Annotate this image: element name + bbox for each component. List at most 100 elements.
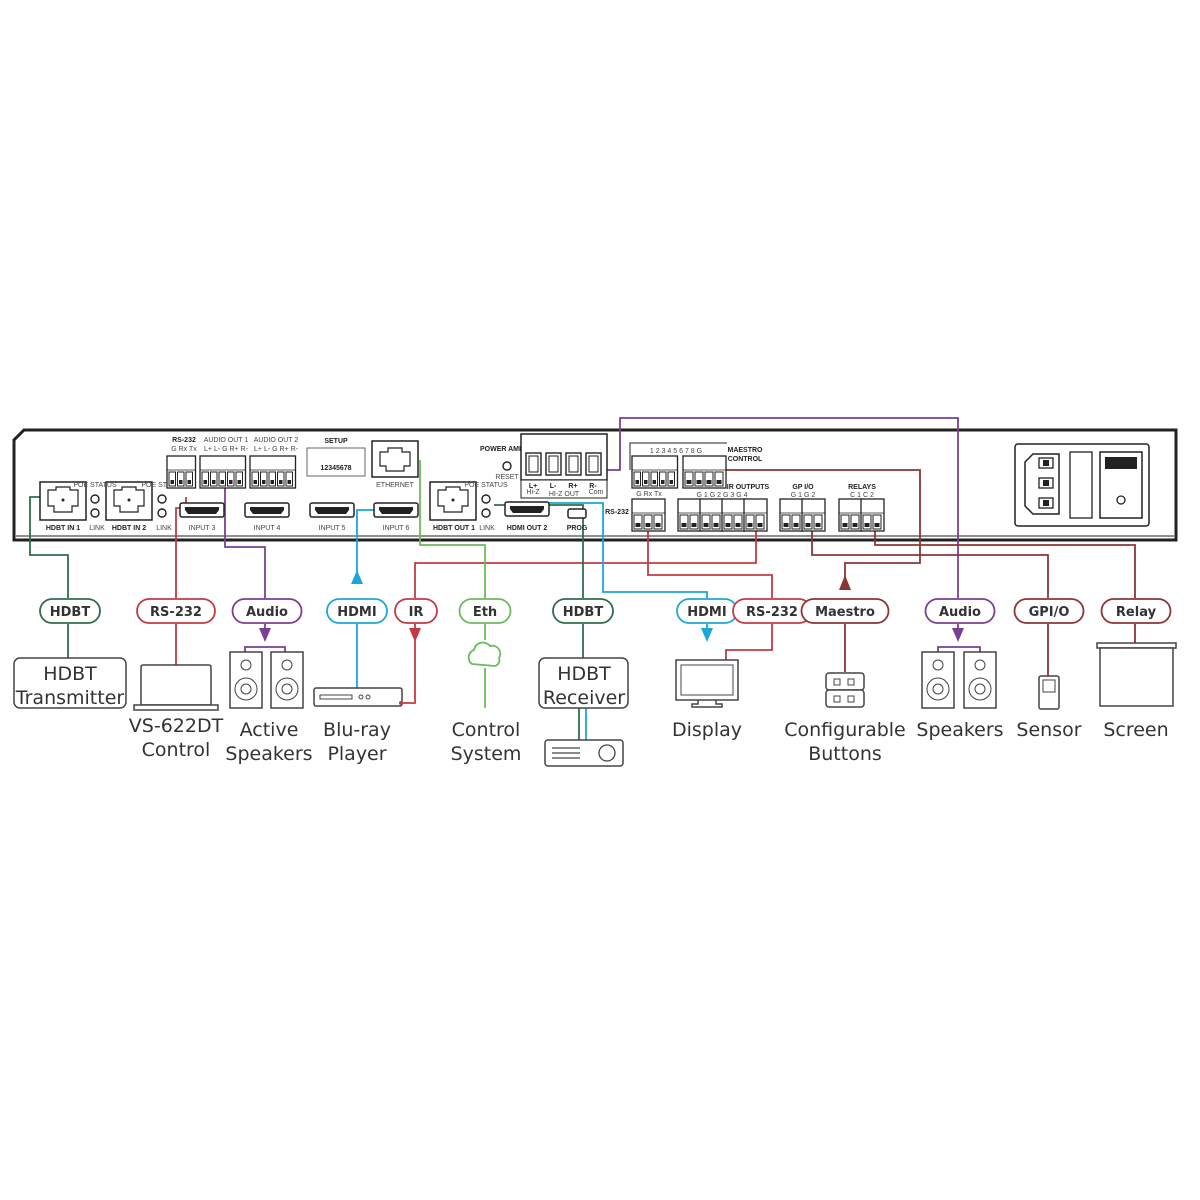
terminal-pin — [650, 471, 658, 487]
rs232-right-pins: G Rx Tx — [636, 491, 662, 498]
hiz-pin — [545, 452, 562, 476]
wire-relay — [874, 528, 1136, 643]
pill-outline — [924, 598, 996, 624]
hiz-out-terminal[interactable] — [520, 433, 608, 499]
setup-dip-switch[interactable] — [306, 447, 366, 477]
terminal-screw — [681, 523, 687, 527]
terminal-pin — [260, 471, 268, 487]
setup-label: SETUP — [324, 438, 348, 445]
terminal-screw — [757, 523, 763, 527]
audio-out2-terminal[interactable] — [249, 455, 297, 489]
rs232-pins: G Rx Tx — [171, 446, 197, 453]
hdbt-transmitter-label-2: Transmitter — [15, 687, 125, 709]
relay-terminal-1[interactable] — [838, 498, 863, 532]
link-label-2: LINK — [156, 525, 172, 532]
hiz-pin-inner — [528, 455, 539, 473]
terminal-pin — [701, 514, 711, 530]
gpio-terminal-2[interactable] — [801, 498, 826, 532]
keypad-button — [833, 695, 841, 703]
ac-pin-inner — [1043, 460, 1049, 466]
rj45-socket-icon — [47, 486, 79, 513]
hiz-pin — [525, 452, 542, 476]
connection-pill-hdbt: HDBT — [39, 598, 101, 624]
audio-out1-label: AUDIO OUT 1 — [204, 437, 249, 444]
terminal-pin — [850, 514, 860, 530]
ir-terminal-2[interactable] — [699, 498, 724, 532]
terminal-screw — [652, 480, 656, 484]
input6-port[interactable] — [373, 502, 419, 518]
terminal-screw — [645, 523, 651, 527]
rs232-right-terminal[interactable] — [631, 498, 666, 532]
hiz-pin — [565, 452, 582, 476]
audio-out1-terminal[interactable] — [199, 455, 247, 489]
pill-label: HDBT — [50, 605, 91, 620]
ir-terminal-1[interactable] — [677, 498, 702, 532]
connection-pill-gpi/o: GPI/O — [1013, 598, 1085, 624]
hdbt-in2-port[interactable] — [105, 481, 153, 521]
poe-status-label-1: POE STATUS — [73, 482, 117, 489]
hdbt-receiver-box — [538, 657, 629, 709]
relays-pins: C 1 C 2 — [850, 492, 874, 499]
ir-terminal-3[interactable] — [721, 498, 746, 532]
maestro-terminal-2[interactable] — [682, 455, 727, 489]
input5-port[interactable] — [309, 502, 355, 518]
power-inlet[interactable] — [1014, 443, 1150, 527]
sensor-window — [1042, 679, 1056, 693]
audio-out1-pins: L+ L- G R+ R- — [204, 446, 249, 453]
display-icon — [675, 659, 739, 701]
pill-outline — [39, 598, 101, 624]
prog-usb-port[interactable] — [567, 508, 587, 519]
tweeter-icon — [240, 659, 252, 671]
terminal-pin — [227, 471, 235, 487]
hiz-pin-inner — [588, 455, 599, 473]
terminal-pin — [285, 471, 293, 487]
terminal-pin — [201, 471, 209, 487]
reset-button[interactable] — [502, 461, 512, 471]
woofer-icon — [275, 677, 299, 701]
gpio-terminal-1[interactable] — [779, 498, 804, 532]
pill-label: HDBT — [563, 605, 604, 620]
hdbt-in1-label: HDBT IN 1 — [46, 525, 80, 532]
hdbt-in1-port[interactable] — [39, 481, 87, 521]
input4-port[interactable] — [244, 502, 290, 518]
control-label: CONTROL — [728, 456, 763, 463]
relay-terminal-2[interactable] — [860, 498, 885, 532]
poe-status-label-2: POE STATUS — [141, 482, 185, 489]
input3-port[interactable] — [179, 502, 225, 518]
terminal-screw — [669, 480, 673, 484]
tweeter-icon — [281, 659, 293, 671]
pill-outline — [458, 598, 512, 624]
hdbt-receiver-label-1: HDBT — [557, 663, 611, 685]
ir-terminal-4[interactable] — [743, 498, 768, 532]
terminal-screw — [691, 523, 697, 527]
woofer-center — [281, 683, 293, 695]
gpio-label: GP I/O — [792, 484, 814, 491]
pill-label: RS-232 — [746, 605, 798, 620]
hdbt-transmitter-box — [13, 657, 127, 709]
wire-hdbt-in — [29, 496, 69, 658]
terminal-screw — [716, 480, 722, 484]
speaker-split-wire-2 — [937, 646, 981, 652]
connection-pill-eth: Eth — [458, 598, 512, 624]
terminal-screw — [793, 523, 799, 527]
hdbt-out1-port[interactable] — [429, 481, 477, 521]
bluray-label-2: Player — [327, 743, 386, 765]
poe-status-label-3: POE STATUS — [464, 482, 508, 489]
pill-outline — [394, 598, 438, 624]
speakers-label: Speakers — [916, 719, 1003, 741]
poe-led-1 — [90, 494, 100, 504]
hdmi-out2-port[interactable] — [504, 501, 550, 517]
audio-out2-pins: L+ L- G R+ R- — [254, 446, 299, 453]
terminal-screw — [725, 523, 731, 527]
ethernet-socket-icon — [379, 447, 411, 472]
speaker-cabinet — [921, 651, 955, 709]
hdbt-receiver-label-2: Receiver — [543, 687, 625, 709]
terminal-screw — [212, 480, 216, 484]
rs232-terminal[interactable] — [166, 455, 197, 489]
maestro-terminal-1[interactable] — [631, 455, 679, 489]
terminal-screw — [635, 480, 639, 484]
wire-rs232-display — [647, 530, 773, 660]
keypad-top-icon — [825, 672, 865, 691]
woofer-center — [932, 683, 944, 695]
